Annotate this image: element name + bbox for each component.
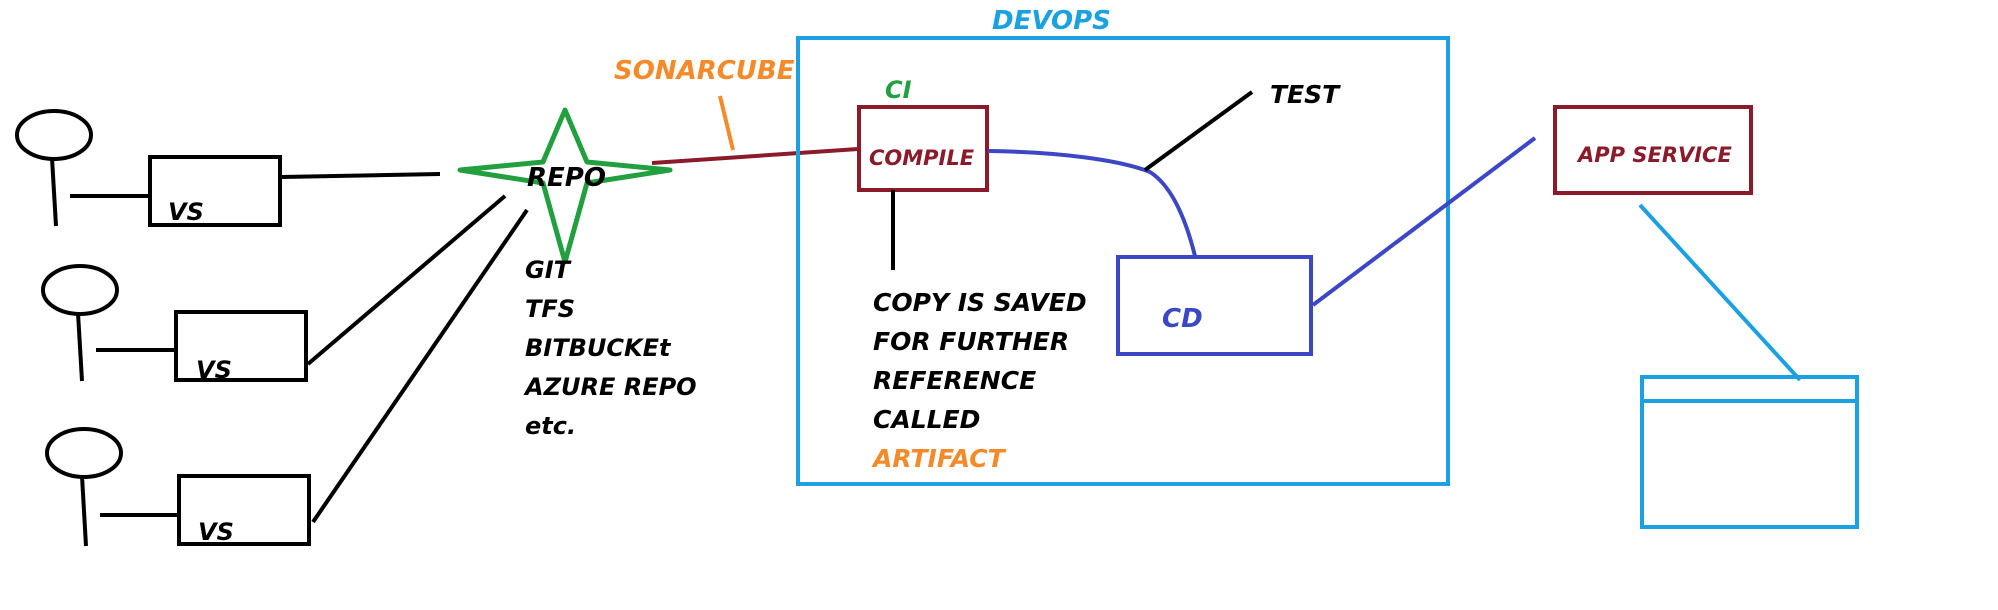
vs-box [174, 310, 308, 382]
cd-to-app-service-link [1311, 136, 1537, 307]
repo-option: GIT [525, 256, 572, 284]
developer-body [80, 475, 88, 547]
repo-option: TFS [525, 295, 575, 323]
vs-to-repo-link [306, 194, 507, 366]
app-window-icon [1640, 375, 1859, 529]
developer-body [76, 312, 84, 382]
vs-box [148, 155, 282, 227]
app-service-to-window-link [1638, 203, 1802, 382]
test-branch [1143, 90, 1254, 172]
ci-label: CI [885, 76, 912, 104]
sonarcube-label: SONARCUBE [614, 56, 795, 86]
repo-option: BITBUCKEt [525, 334, 672, 362]
developer-head [15, 109, 93, 161]
vs-label: VS [168, 198, 204, 226]
repo-option: AZURE REPO [523, 373, 697, 401]
devops-title: DEVOPS [992, 6, 1111, 36]
developer-3: VS [45, 208, 529, 547]
repo-label: REPO [527, 163, 606, 193]
test-label: TEST [1270, 80, 1341, 109]
compile-to-cd-link [987, 149, 1197, 257]
sonarcube-pointer [718, 95, 735, 151]
artifact-label: ARTIFACT [871, 444, 1007, 473]
developer-2: VS [41, 194, 507, 384]
artifact-note-line: FOR FURTHER [873, 327, 1069, 356]
cd-label: CD [1162, 304, 1203, 334]
vs-box [177, 474, 311, 546]
repo-to-compile-link [651, 147, 859, 165]
developer-1: VS [15, 109, 441, 227]
compile-box [857, 105, 989, 192]
developer-head [45, 427, 123, 479]
vs-label: VS [198, 518, 234, 546]
repo: REPO GIT TFS BITBUCKEt AZURE REPO etc. [457, 107, 697, 440]
vs-label: VS [196, 356, 232, 384]
vs-to-repo-link [311, 208, 529, 524]
vs-to-repo-link [281, 172, 441, 179]
developer-head [41, 264, 119, 316]
developer-body [50, 157, 58, 227]
devops-boundary [796, 36, 1450, 486]
repo-star-icon [457, 107, 673, 265]
artifact-note-line: REFERENCE [873, 366, 1036, 395]
cd-box [1116, 255, 1313, 356]
artifact-note-line: COPY IS SAVED [873, 288, 1087, 317]
artifact-note-line: CALLED [873, 405, 980, 434]
app-service-label: APP SERVICE [1576, 143, 1732, 167]
repo-option: etc. [525, 412, 576, 440]
compile-label: COMPILE [869, 146, 975, 170]
app-window-frame [1640, 375, 1859, 529]
app-service-box [1553, 105, 1753, 195]
